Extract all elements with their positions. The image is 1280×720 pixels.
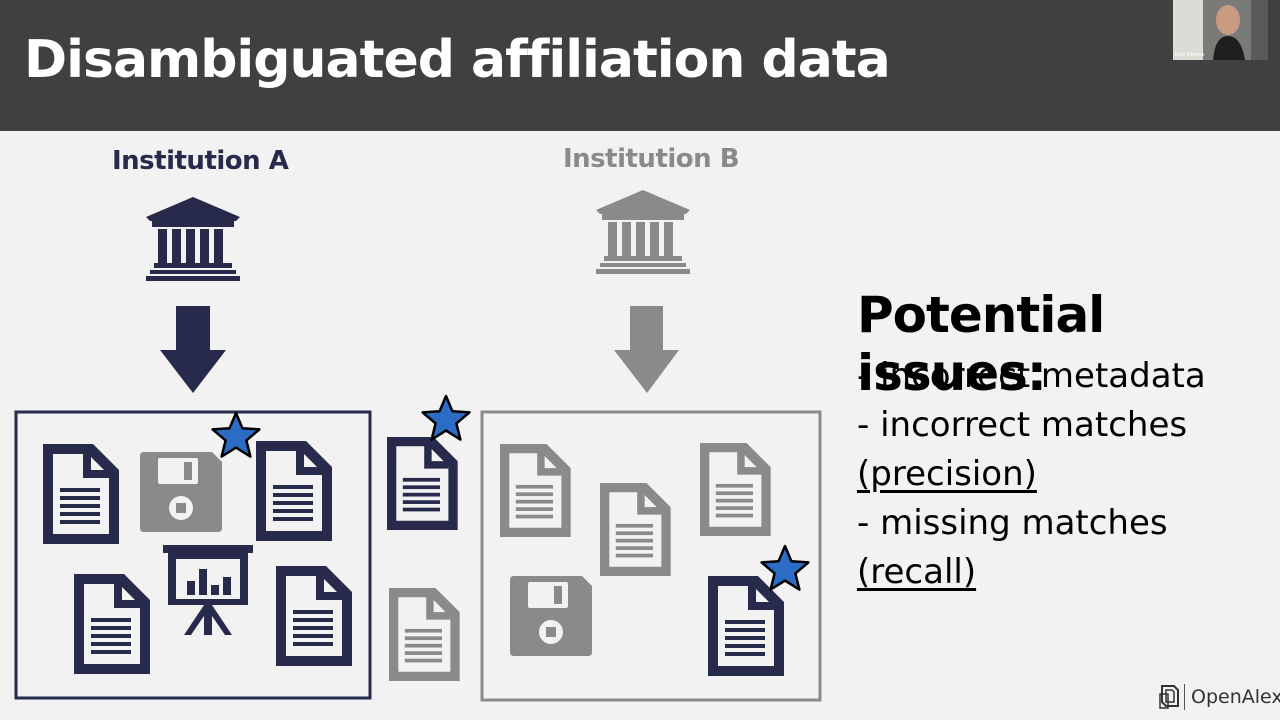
arrow-down-icon — [160, 306, 226, 393]
slide-title: Disambiguated affiliation data — [24, 30, 891, 90]
document-icon — [387, 437, 458, 530]
star-icon — [760, 544, 810, 591]
webcam-thumbnail: Kyle Demes — [1173, 0, 1268, 60]
issues-heading: Potential issues: — [857, 286, 1105, 402]
title-bar: Disambiguated affiliation data Kyle Deme… — [0, 0, 1280, 131]
document-icon — [276, 566, 352, 666]
bank-icon — [146, 197, 240, 281]
issue-item: - incorrect matches — [857, 405, 1188, 445]
floppy-disk-icon — [140, 452, 222, 532]
floppy-disk-icon — [510, 576, 592, 656]
document-icon — [600, 483, 671, 576]
star-icon — [211, 411, 261, 458]
institution-b-label: Institution B — [563, 144, 740, 174]
institution-a-label: Institution A — [112, 146, 289, 176]
presentation-board-icon — [163, 545, 253, 635]
footer-brand: OpenAlex — [1191, 686, 1280, 708]
document-icon — [708, 576, 784, 676]
document-icon — [256, 441, 332, 541]
document-icon — [700, 443, 771, 536]
document-icon — [43, 444, 119, 544]
document-icon — [500, 444, 571, 537]
issue-item: (recall) — [857, 552, 977, 592]
arrow-down-icon — [614, 306, 679, 393]
bank-icon — [596, 190, 690, 274]
openalex-logo-icon — [1159, 685, 1179, 709]
document-icon — [389, 588, 460, 681]
star-icon — [421, 394, 471, 441]
issue-item: - missing matches — [857, 503, 1168, 543]
issue-item: (precision) — [857, 454, 1037, 494]
institution-a-works-box — [14, 410, 372, 700]
issue-item: - incorrect metadata — [857, 356, 1206, 396]
webcam-name: Kyle Demes — [1175, 52, 1205, 58]
footer-separator — [1184, 684, 1185, 710]
institution-b-works-box — [480, 410, 822, 702]
document-icon — [74, 574, 150, 674]
